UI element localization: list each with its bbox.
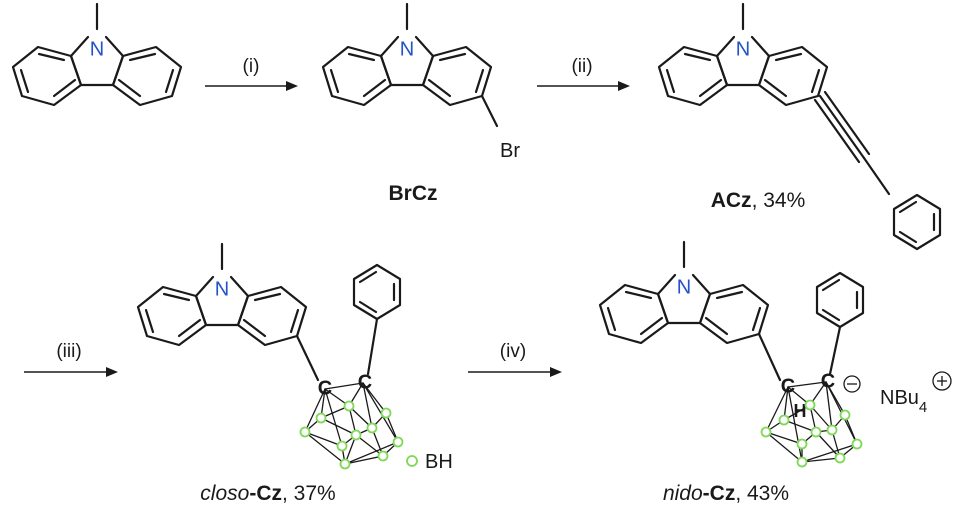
cage-carbon-label: C bbox=[821, 370, 835, 392]
bromine-atom-label: Br bbox=[500, 140, 520, 162]
cage-carbon-label: C bbox=[318, 377, 332, 399]
condition-label-step-3: (iii) bbox=[56, 341, 81, 362]
nitrogen-atom-label: N bbox=[215, 278, 229, 300]
closo-cz-caption: closo-Cz, 37% bbox=[200, 482, 335, 505]
reaction-arrow-step-2: (ii) bbox=[537, 56, 630, 91]
brcz-caption: BrCz bbox=[388, 182, 437, 205]
condition-label-step-2: (ii) bbox=[571, 56, 592, 77]
cage-carbon-label: C bbox=[781, 375, 795, 397]
nitrogen-atom-label: N bbox=[736, 38, 750, 60]
boron-vertices bbox=[760, 399, 863, 468]
brcz-structure: N Br bbox=[321, 2, 520, 162]
acz-caption: ACz, 34% bbox=[711, 189, 806, 212]
reaction-arrow-step-1: (i) bbox=[205, 56, 298, 91]
reaction-arrow-step-3: (iii) bbox=[24, 341, 118, 377]
nitrogen-atom-label: N bbox=[677, 276, 691, 298]
nido-cz-caption: nido-Cz, 43% bbox=[663, 482, 789, 505]
tetrabutylammonium-counterion: NBu4 bbox=[880, 371, 952, 416]
bh-legend-label: BH bbox=[425, 451, 453, 473]
cage-carbon-label: C bbox=[358, 371, 372, 393]
condition-label-step-4: (iv) bbox=[500, 341, 526, 362]
boron-vertices bbox=[299, 400, 404, 470]
nitrogen-atom-label: N bbox=[90, 38, 104, 60]
acz-structure: N bbox=[657, 2, 942, 251]
nido-cz-structure: N bbox=[598, 240, 865, 468]
bridging-hydrogen-label: H bbox=[794, 401, 807, 421]
positive-charge-icon bbox=[932, 371, 952, 391]
bh-legend: BH bbox=[406, 451, 453, 473]
nitrogen-atom-label: N bbox=[400, 38, 414, 60]
negative-charge-icon bbox=[843, 375, 861, 393]
counterion-label: NBu4 bbox=[880, 387, 927, 416]
reaction-arrow-step-4: (iv) bbox=[468, 341, 562, 377]
condition-label-step-1: (i) bbox=[243, 56, 260, 77]
carbazole-starting-material: N bbox=[11, 2, 183, 107]
closo-cz-structure: N bbox=[136, 242, 404, 470]
boron-vertex-icon bbox=[406, 455, 418, 467]
